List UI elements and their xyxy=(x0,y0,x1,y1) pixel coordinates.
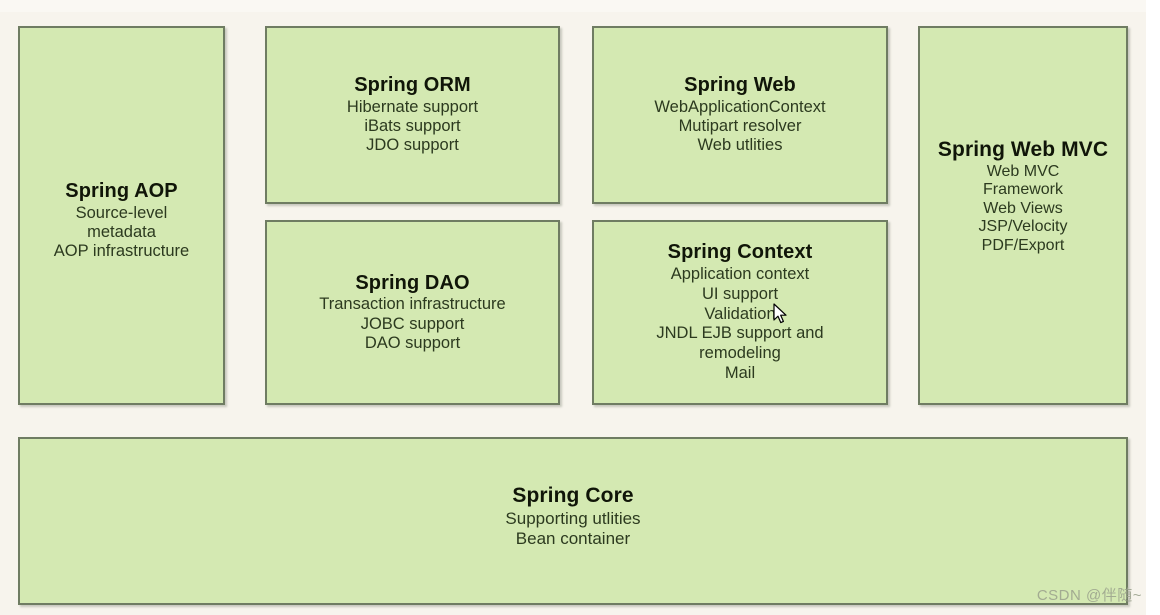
module-feature-list: Hibernate support iBats support JDO supp… xyxy=(347,98,478,156)
module-feature-list: Web MVC Framework Web Views JSP/Velocity… xyxy=(979,163,1068,256)
module-feature: PDF/Export xyxy=(981,236,1065,254)
module-feature: Web Views xyxy=(983,199,1063,217)
module-spring-aop[interactable]: Spring AOP Source-level metadata AOP inf… xyxy=(18,26,225,405)
module-feature: Bean container xyxy=(515,529,631,549)
module-feature: Transaction infrastructure xyxy=(319,295,506,314)
module-spring-orm[interactable]: Spring ORM Hibernate support iBats suppo… xyxy=(265,26,560,204)
module-feature: UI support xyxy=(701,284,779,303)
module-feature: Web utlities xyxy=(697,136,783,155)
module-feature: JOBC support xyxy=(360,314,465,333)
module-feature: Mail xyxy=(724,363,756,382)
module-feature: Source-level xyxy=(75,203,168,222)
module-spring-web-mvc[interactable]: Spring Web MVC Web MVC Framework Web Vie… xyxy=(918,26,1128,405)
module-title: Spring DAO xyxy=(355,271,470,294)
module-feature: Hibernate support xyxy=(346,97,479,116)
module-feature: JNDL EJB support and remodeling xyxy=(656,324,824,363)
module-feature-list: WebApplicationContext Mutipart resolver … xyxy=(654,98,825,156)
module-feature: JSP/Velocity xyxy=(978,218,1068,236)
module-spring-core[interactable]: Spring Core Supporting utlities Bean con… xyxy=(18,437,1128,605)
module-feature-list: Transaction infrastructure JOBC support … xyxy=(319,295,505,353)
module-title: Spring AOP xyxy=(65,180,178,202)
module-feature: Application context xyxy=(670,264,810,283)
module-title: Spring Context xyxy=(667,241,813,264)
module-feature: Mutipart resolver xyxy=(678,117,802,136)
module-spring-dao[interactable]: Spring DAO Transaction infrastructure JO… xyxy=(265,220,560,405)
module-title: Spring Web MVC xyxy=(937,138,1109,161)
module-feature: DAO support xyxy=(364,333,461,352)
module-feature: metadata xyxy=(87,222,156,241)
module-spring-context[interactable]: Spring Context Application context UI su… xyxy=(592,220,888,405)
module-feature-list: Application context UI support Validatio… xyxy=(615,265,865,384)
csdn-watermark: CSDN @伴随~ xyxy=(1036,587,1142,604)
module-feature: Web MVC xyxy=(986,162,1060,180)
module-feature: JDO support xyxy=(366,136,459,155)
module-feature: Validation xyxy=(704,304,776,323)
module-feature: iBats support xyxy=(364,117,461,136)
module-feature-list: Supporting utlities Bean container xyxy=(505,509,640,550)
top-band xyxy=(0,0,1146,12)
module-feature: Framework xyxy=(982,181,1063,199)
module-title: Spring ORM xyxy=(354,74,471,97)
module-feature: Supporting utlities xyxy=(505,508,641,528)
module-spring-web[interactable]: Spring Web WebApplicationContext Mutipar… xyxy=(592,26,888,204)
module-feature-list: Source-level metadata AOP infrastructure xyxy=(54,204,189,261)
module-feature: WebApplicationContext xyxy=(654,97,826,116)
module-title: Spring Core xyxy=(512,484,634,507)
module-title: Spring Web xyxy=(684,74,796,97)
module-feature: AOP infrastructure xyxy=(53,241,190,260)
